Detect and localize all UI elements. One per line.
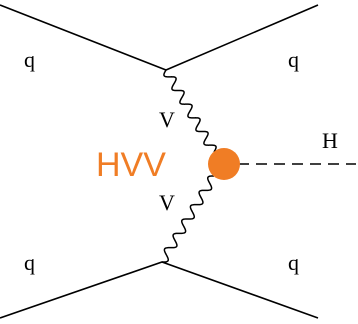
label-boson-bottom: V: [159, 190, 175, 215]
hvv-vertex-dot: [208, 148, 240, 180]
label-higgs: H: [322, 128, 338, 153]
quark-line-top: [0, 4, 319, 71]
quark-line-bottom: [0, 261, 319, 319]
label-quark-bottom-right: q: [288, 250, 299, 275]
boson-line-top: [163, 69, 217, 153]
label-quark-top-left: q: [24, 47, 35, 72]
label-hvv-vertex: HVV: [96, 146, 166, 184]
label-quark-top-right: q: [288, 47, 299, 72]
boson-line-bottom: [161, 175, 215, 263]
label-quark-bottom-left: q: [24, 250, 35, 275]
label-boson-top: V: [159, 107, 175, 132]
